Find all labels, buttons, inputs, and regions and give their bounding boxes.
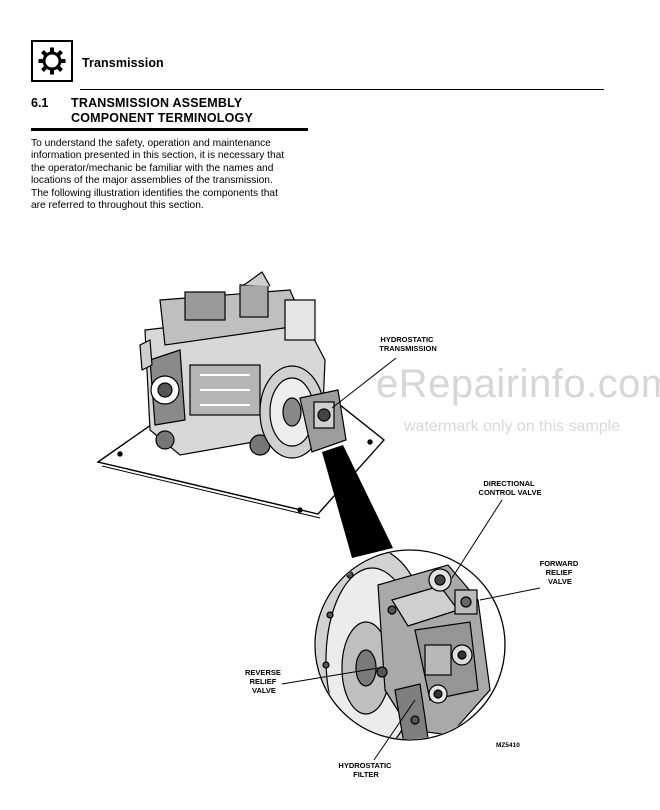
intro-paragraph: To understand the safety, operation and … xyxy=(31,138,316,212)
label-hydrostatic-transmission: HYDROSTATIC TRANSMISSION xyxy=(379,335,437,353)
transmission-illustration: HYDROSTATIC TRANSMISSION DIRECTIONAL CON… xyxy=(96,271,581,779)
detail-view xyxy=(314,549,506,741)
label-forward-relief-valve: FORWARD RELIEF VALVE xyxy=(540,559,581,586)
intro-line: The following illustration identifies th… xyxy=(31,187,278,199)
magnification-cone xyxy=(322,445,393,558)
chapter-gear-icon xyxy=(31,40,73,82)
leader-lines xyxy=(281,357,541,761)
section-title: TRANSMISSION ASSEMBLY COMPONENT TERMINOL… xyxy=(71,96,253,126)
intro-line: information presented in this section, i… xyxy=(31,150,285,162)
intro-line: locations of the major assemblies of the… xyxy=(31,175,273,187)
section-number: 6.1 xyxy=(31,96,49,110)
section-divider xyxy=(31,128,308,131)
watermark-subtext: watermark only on this sample xyxy=(404,418,621,435)
figure-reference-code: MZ5410 xyxy=(496,742,520,749)
intro-line: To understand the safety, operation and … xyxy=(31,138,271,149)
label-hydrostatic-filter: HYDROSTATIC FILTER xyxy=(338,761,393,779)
intro-line: the operator/mechanic be familiar with t… xyxy=(31,162,274,174)
label-directional-control-valve: DIRECTIONAL CONTROL VALVE xyxy=(479,479,542,497)
chapter-title: Transmission xyxy=(82,56,164,70)
section-title-line: TRANSMISSION ASSEMBLY xyxy=(71,96,243,110)
gear-icon xyxy=(38,47,66,75)
label-reverse-relief-valve: REVERSE RELIEF VALVE xyxy=(245,668,283,695)
intro-line: are referred to throughout this section. xyxy=(31,200,204,212)
watermark-text: eRepairinfo.com xyxy=(376,362,660,406)
section-title-line: COMPONENT TERMINOLOGY xyxy=(71,111,253,125)
header-divider xyxy=(80,89,604,90)
